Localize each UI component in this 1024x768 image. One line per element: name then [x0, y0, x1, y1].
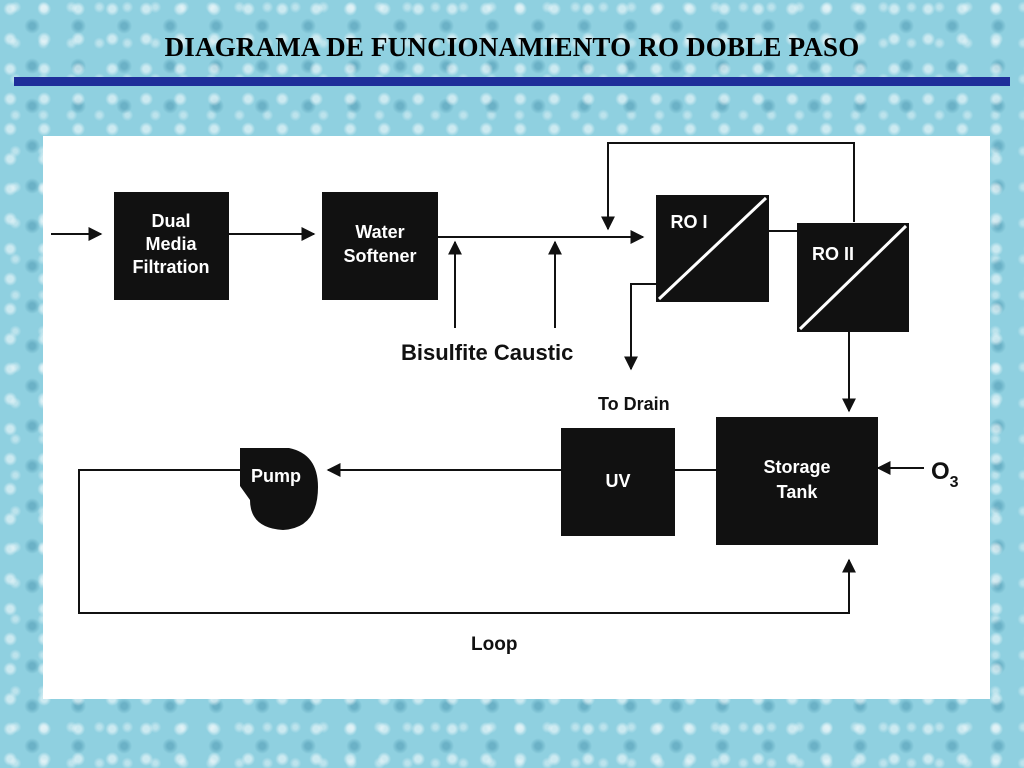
ozone-label: O3 — [931, 458, 959, 491]
loop-label: Loop — [471, 634, 517, 655]
softener-line-1: Water — [355, 222, 404, 242]
uv-sterilizer-box: UV — [561, 428, 675, 536]
recycle-return-line — [601, 142, 855, 231]
storage-line-2: Tank — [777, 482, 819, 502]
ro2-membrane-box: RO II — [797, 223, 909, 332]
chemicals-label: Bisulfite Caustic — [401, 340, 573, 365]
ro1-label: RO I — [670, 212, 707, 232]
dual-media-line-2: Media — [145, 234, 197, 254]
softener-line-2: Softener — [343, 246, 416, 266]
ro1-membrane-box: RO I — [656, 195, 769, 302]
slide-title: DIAGRAMA DE FUNCIONAMIENTO RO DOBLE PASO — [164, 32, 860, 62]
distribution-loop-line — [78, 469, 856, 614]
diagram-panel: Dual Media Filtration Water Softener RO … — [43, 136, 990, 699]
ozone-symbol: O — [931, 458, 950, 485]
uv-label: UV — [605, 471, 630, 491]
ozone-subscript: 3 — [950, 474, 959, 491]
title-underline — [14, 77, 1010, 86]
pump-label: Pump — [251, 466, 301, 486]
process-flow-diagram: Dual Media Filtration Water Softener RO … — [51, 142, 959, 655]
ro2-label: RO II — [812, 244, 854, 264]
ro1-to-drain-arrow — [624, 283, 656, 371]
to-drain-label: To Drain — [598, 394, 670, 414]
dual-media-filtration-box: Dual Media Filtration — [114, 192, 229, 300]
storage-line-1: Storage — [763, 457, 830, 477]
storage-tank-box: Storage Tank — [716, 417, 878, 545]
pump-shape: Pump — [240, 448, 318, 530]
dual-media-line-1: Dual — [151, 211, 190, 231]
water-softener-box: Water Softener — [322, 192, 438, 300]
dual-media-line-3: Filtration — [133, 257, 210, 277]
